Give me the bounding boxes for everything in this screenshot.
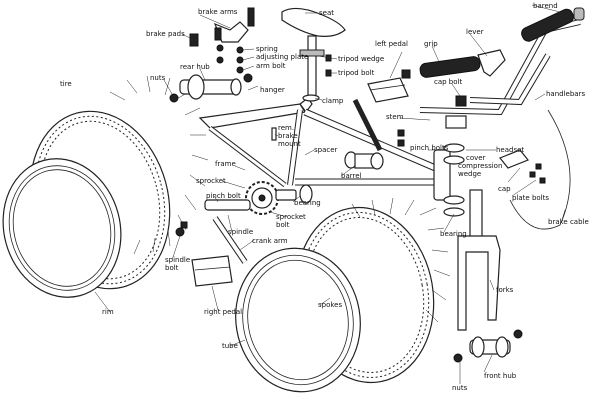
label-tube: tube (222, 342, 238, 350)
label-nuts-top: nuts (150, 74, 166, 82)
label-handlebars: handlebars (546, 90, 585, 98)
label-spacer: spacer (314, 146, 338, 154)
label-forks: forks (496, 286, 514, 294)
label-headset: headset (496, 146, 524, 154)
label-arm-bolt: arm bolt (256, 62, 286, 70)
label-grip: grip (424, 40, 438, 48)
label-cap: cap (498, 185, 511, 193)
leader-lines (94, 4, 566, 384)
label-barend: barend (533, 2, 558, 10)
left-pedal (352, 77, 409, 152)
rim-left (2, 158, 122, 298)
label-spring: spring (256, 45, 278, 53)
label-hanger: hanger (260, 86, 285, 94)
rear-wheel (2, 75, 209, 298)
handlebars (397, 7, 585, 147)
label-seat: seat (319, 9, 334, 17)
tube-ellipse (235, 247, 361, 393)
label-plate-bolts: plate bolts (512, 194, 549, 202)
label-lever: lever (466, 28, 484, 36)
crank-assembly (175, 181, 313, 287)
label-front-hub: front hub (484, 372, 517, 380)
headset (443, 143, 546, 217)
label-rim: rim (102, 308, 114, 316)
front-hub (453, 329, 523, 363)
label-wedge: wedge (458, 170, 481, 178)
label-sprocket-top: sprocket (196, 177, 226, 185)
brake-cable-line (509, 109, 571, 230)
label-pinch-bolts: pinch bolts (410, 144, 449, 152)
label-brake-cable: brake cable (548, 218, 589, 226)
seat-shape (281, 7, 346, 37)
label-frame: frame (215, 160, 236, 168)
label-brake-arms: brake arms (198, 8, 238, 16)
label-crank-arm: crank arm (252, 237, 288, 245)
label-nuts-bottom: nuts (452, 384, 468, 392)
label-tripod-bolt: tripod bolt (338, 69, 375, 77)
label-brake-pads: brake pads (146, 30, 185, 38)
label-tire: tire (60, 80, 72, 88)
front-wheel (235, 197, 451, 393)
label-spindle: spindle (228, 228, 253, 236)
label-clamp: clamp (322, 97, 344, 105)
label-left-pedal: left pedal (375, 40, 408, 48)
seat-assembly (281, 7, 346, 102)
front-spokes (351, 197, 451, 323)
labels: barend brake arms seat brake pads spring… (60, 2, 589, 392)
grip-left (419, 56, 481, 78)
label-rear-hub: rear hub (180, 63, 210, 71)
label-compression: compression (458, 162, 502, 170)
forks (457, 189, 501, 331)
label-bearing-top: bearing (294, 199, 321, 207)
rear-hub (169, 73, 253, 103)
label-pinch-bolt: pinch bolt (206, 192, 241, 200)
lever-shape (477, 49, 506, 77)
right-pedal-shape (191, 255, 233, 287)
label-tripod-wedge: tripod wedge (338, 55, 384, 63)
barrel (344, 151, 384, 170)
label-barrel: barrel (341, 172, 362, 180)
label-adjusting-plate: adjusting plate (256, 53, 308, 61)
label-stem: stem (386, 113, 404, 121)
label-cap-bolt: cap bolt (434, 78, 462, 86)
label-right-pedal: right pedal (204, 308, 242, 316)
label-spokes: spokes (318, 301, 342, 309)
label-cover: cover (466, 154, 486, 162)
grip-right (521, 8, 574, 42)
label-bearing-right: bearing (440, 230, 467, 238)
